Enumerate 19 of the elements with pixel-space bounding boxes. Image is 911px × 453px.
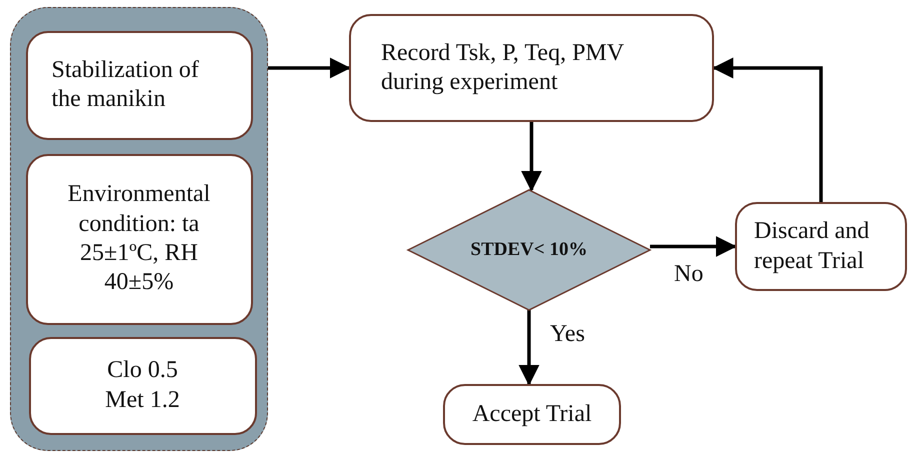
arrow	[712, 58, 823, 202]
step-text: Stabilization of the manikin	[52, 56, 200, 114]
process-box	[28, 336, 256, 434]
step-text: Accept Trial	[472, 400, 592, 429]
arrow	[650, 236, 737, 257]
process-box	[349, 14, 714, 122]
arrow	[521, 122, 542, 192]
process-box	[26, 30, 252, 140]
decision-text: STDEV< 10%	[470, 239, 588, 261]
process-box	[443, 384, 621, 445]
arrow	[268, 58, 351, 78]
step-text: Discard and repeat Trial	[754, 217, 870, 276]
process-box	[26, 154, 252, 324]
step-text: Environmental condition: ta 25±1ºC, RH 40±5%	[66, 180, 212, 298]
process-box	[735, 202, 907, 291]
group-panel	[10, 7, 268, 451]
step-text: Clo 0.5 Met 1.2	[104, 356, 181, 414]
step-text: Record Tsk, P, Teq, PMV during experiment	[381, 38, 625, 97]
arrow	[518, 310, 540, 386]
